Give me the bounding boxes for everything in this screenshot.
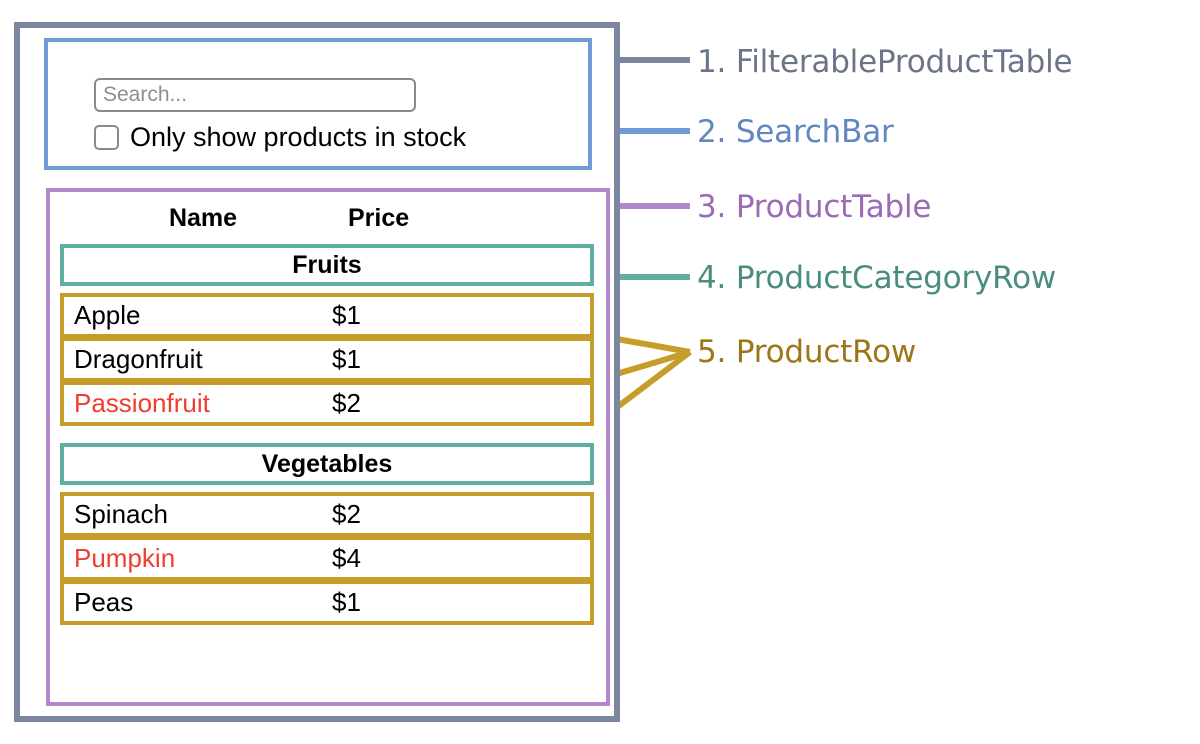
product-price: $1 — [332, 587, 361, 617]
product-row-spinach[interactable]: Spinach $2 — [60, 492, 594, 537]
legend-label-product-category-row: 4. ProductCategoryRow — [697, 260, 1057, 296]
product-row-apple[interactable]: Apple $1 — [60, 293, 594, 338]
column-header-price: Price — [348, 203, 410, 232]
legend-label-product-row: 5. ProductRow — [697, 334, 917, 370]
column-header-name: Name — [168, 203, 238, 232]
product-name: Apple — [74, 300, 141, 330]
filterable-product-table-container: Search... Only show products in stock Na… — [14, 22, 620, 722]
product-price: $2 — [332, 499, 361, 529]
product-name: Dragonfruit — [74, 344, 203, 374]
product-table-header: Name Price — [60, 192, 600, 244]
product-category-label: Vegetables — [261, 449, 393, 478]
product-name: Passionfruit — [74, 388, 210, 418]
legend-label-search-bar: 2. SearchBar — [697, 114, 894, 150]
product-category-label: Fruits — [292, 250, 362, 279]
in-stock-checkbox[interactable] — [94, 125, 119, 150]
in-stock-filter-row[interactable]: Only show products in stock — [94, 124, 466, 151]
search-input[interactable]: Search... — [94, 78, 416, 112]
product-price: $2 — [332, 388, 361, 418]
product-row-passionfruit[interactable]: Passionfruit $2 — [60, 381, 594, 426]
product-category-row-fruits: Fruits — [60, 244, 594, 286]
in-stock-checkbox-label: Only show products in stock — [130, 122, 467, 152]
product-category-row-vegetables: Vegetables — [60, 443, 594, 485]
product-row-peas[interactable]: Peas $1 — [60, 580, 594, 625]
product-name: Peas — [74, 587, 134, 617]
product-name: Pumpkin — [74, 543, 176, 573]
product-price: $1 — [332, 344, 361, 374]
legend-label-filterable-product-table: 1. FilterableProductTable — [697, 44, 1073, 80]
product-row-dragonfruit[interactable]: Dragonfruit $1 — [60, 337, 594, 382]
product-price: $4 — [332, 543, 361, 573]
spacer — [60, 426, 600, 443]
search-bar-container: Search... Only show products in stock — [44, 38, 592, 170]
product-row-pumpkin[interactable]: Pumpkin $4 — [60, 536, 594, 581]
legend-label-product-table: 3. ProductTable — [697, 189, 932, 225]
product-name: Spinach — [74, 499, 168, 529]
product-price: $1 — [332, 300, 361, 330]
product-table-inner: Name Price Fruits Apple $1 Dragonfruit $… — [60, 192, 600, 625]
product-table-container: Name Price Fruits Apple $1 Dragonfruit $… — [46, 188, 610, 706]
